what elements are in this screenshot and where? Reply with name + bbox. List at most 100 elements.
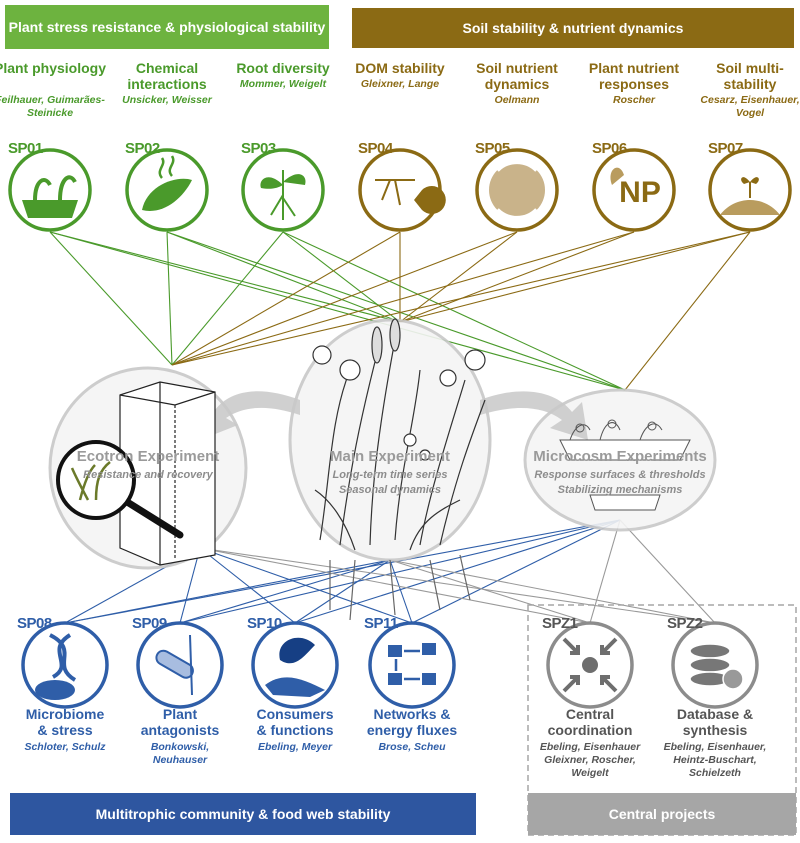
connector-line [411,519,621,624]
connector-line [171,231,518,366]
ecotron-subtitle: Resistance and recovery [83,469,213,481]
soil-seedling-icon [708,148,792,232]
project-title: Root diversity [236,60,330,76]
connector-line [179,559,391,624]
project-title: Plant nutrient responses [588,60,680,92]
banner-central-projects: Central projects [528,793,796,835]
project-names: Gleixner, Lange [360,78,440,90]
project-title: DOM stability [355,60,445,76]
coordination-arrows-icon [546,621,634,709]
main-title: Main Experiment [329,448,451,465]
main-subtitle-2: Seasonal dynamics [338,484,442,496]
caterpillar-icon [251,621,339,709]
project-title: Soil nutrient dynamics [476,60,558,92]
project-names: Mommer, Weigelt [239,78,327,90]
connector-line [199,547,413,624]
arrow-to-microcosm-icon [480,391,588,440]
connector-line [49,231,173,366]
ecotron-chamber-icon [119,381,216,566]
project-code: SP02 [125,140,160,157]
project-code: SPZ1 [542,615,578,632]
connector-line [619,519,716,624]
project-code: SP06 [592,140,627,157]
magnifier-icon [56,440,184,539]
grassland-plants-illustration [312,318,486,621]
connector-line [282,231,626,391]
project-title-line: Microbiome [25,706,105,722]
project-names: Weigelt [571,767,609,779]
dna-icon [21,621,109,709]
connector-line [589,519,621,624]
svg-text:NP: NP [619,176,661,209]
connector-line [399,231,751,323]
project-code: SPZ2 [667,615,703,632]
connector-line [49,231,626,391]
connector-line [624,231,751,391]
project-title-line: Networks & [373,706,451,722]
project-code: SP05 [475,140,510,157]
project-code: SP03 [241,140,276,157]
leaf-icon [125,148,209,232]
connector-line [399,231,518,323]
connector-line [199,547,591,624]
project-title-line: energy fluxes [366,722,458,738]
connector-line [166,231,173,366]
banner-multitrophic: Multitrophic community & food web stabil… [10,793,476,835]
project-names: Ebeling, Eisenhauer [539,741,641,753]
project-title-line: coordination [547,722,633,738]
project-title-line: Plant [162,706,198,722]
connector-line [171,231,635,366]
project-names: Unsicker, Weisser [122,94,212,106]
dom-molecule-icon [358,148,446,232]
project-names: Brose, Scheu [378,741,446,753]
ecotron-title: Ecotron Experiment [76,448,220,465]
project-names: Roscher [612,94,655,106]
project-title-line: synthesis [682,722,748,738]
project-title-line: Database & [676,706,754,722]
project-title-line: Consumers [256,706,334,722]
arrow-to-ecotron-icon [200,391,300,440]
connector-line [171,231,401,366]
microcosm-title: Microcosm Experiments [533,448,707,465]
project-title-line: Central [565,706,615,722]
project-names: Neuhauser [152,754,208,766]
project-names: Feilhauer, Guimarães-Steinicke [0,94,105,119]
project-names: Ebeling, Meyer [257,741,333,753]
main-subtitle-1: Long-term time series [332,469,448,481]
project-code: SP10 [247,615,282,632]
network-icon [368,621,456,709]
project-names: Schielzeth [689,767,741,779]
project-names: Oelmann [494,94,540,106]
central-projects-frame [527,604,797,836]
banner-soil-stability: Soil stability & nutrient dynamics [352,8,794,48]
project-title: Chemical interactions [127,60,207,92]
project-names: Schloter, Schulz [24,741,106,753]
connection-lines [49,231,751,624]
connector-line [171,231,284,366]
connector-line [166,231,626,391]
project-names: Gleixner, Roscher, [544,754,636,766]
project-title-line: & functions [256,722,334,738]
project-title: Plant physiology [0,60,106,76]
connector-line [64,519,621,624]
project-code: SP11 [364,615,398,632]
seedlings-icon [8,148,92,232]
connector-line [49,231,401,323]
microcosm-subtitle-1: Response surfaces & thresholds [534,469,706,481]
connector-line [166,231,401,323]
project-names: Cesarz, Eisenhauer, Vogel [700,94,800,119]
project-code: SP09 [132,615,167,632]
connector-line [294,559,391,624]
connector-line [171,231,751,366]
project-names: Heintz-Buschart, [673,754,757,766]
root-antagonist-icon [136,621,224,709]
connector-line [389,559,413,624]
connector-line [179,547,201,624]
database-gear-icon [671,621,759,709]
connector-line [294,519,621,624]
connector-line [389,559,591,624]
project-title: Soil multi-stability [716,60,784,92]
connector-line [199,547,296,624]
connector-line [399,231,635,323]
